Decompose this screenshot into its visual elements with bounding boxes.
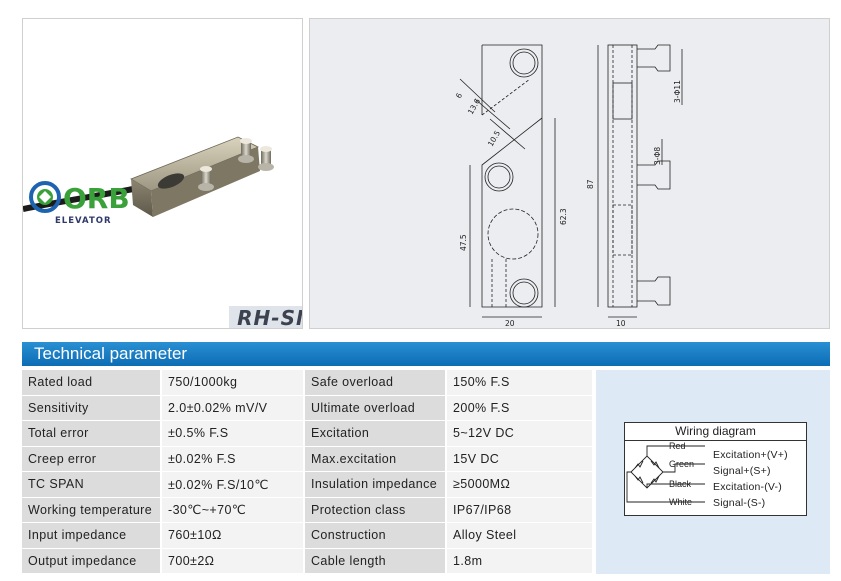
param-label: Cable length xyxy=(305,548,447,574)
param-value: 5~12V DC xyxy=(447,421,594,447)
param-value: -30℃~+70℃ xyxy=(162,497,305,523)
param-label: Total error xyxy=(22,421,162,447)
param-label: Ultimate overload xyxy=(305,395,447,421)
param-value: 750/1000kg xyxy=(162,370,305,396)
wheatstone-bridge-icon xyxy=(626,445,705,503)
param-value: 150% F.S xyxy=(447,370,594,396)
param-value: 2.0±0.02% mV/V xyxy=(162,395,305,421)
table-row: Working temperature -30℃~+70℃ Protection… xyxy=(22,497,594,523)
param-value: Alloy Steel xyxy=(447,523,594,549)
wire-signal-v-minus: Excitation-(V-) xyxy=(713,481,782,493)
param-value: 15V DC xyxy=(447,446,594,472)
wire-color-green: Green xyxy=(669,459,695,469)
dim-3-phi8: 3-Φ8 xyxy=(653,147,662,165)
technical-parameter-header: Technical parameter xyxy=(22,342,830,366)
table-row: Creep error ±0.02% F.S Max.excitation 15… xyxy=(22,446,594,472)
product-photo-panel: ORB ELEVATOR RH-SM xyxy=(22,18,303,329)
param-label: Creep error xyxy=(22,446,162,472)
dim-3-phi11: 3-Φ11 xyxy=(673,80,682,103)
table-row: Total error ±0.5% F.S Excitation 5~12V D… xyxy=(22,421,594,447)
param-value: ≥5000MΩ xyxy=(447,472,594,498)
dim-10: 10 xyxy=(616,319,626,328)
wire-color-red: Red xyxy=(669,441,686,451)
wire-signal-s-plus: Signal+(S+) xyxy=(713,465,771,477)
dim-47-5: 47.5 xyxy=(459,234,468,251)
param-value: ±0.5% F.S xyxy=(162,421,305,447)
table-row: Input impedance 760±10Ω Construction All… xyxy=(22,523,594,549)
table-row: TC SPAN ±0.02% F.S/10℃ Insulation impeda… xyxy=(22,472,594,498)
wire-signal-v-plus: Excitation+(V+) xyxy=(713,449,788,461)
wiring-panel: Wiring diagram Red Green Black White Exc… xyxy=(596,370,830,574)
param-label: Rated load xyxy=(22,370,162,396)
param-value: 200% F.S xyxy=(447,395,594,421)
dim-10-5: 10.5 xyxy=(486,129,502,148)
dimension-drawing: 6 13.6 10.5 47.5 62.3 20 87 10 3-Φ11 3-Φ… xyxy=(454,44,683,328)
param-label: Output impedance xyxy=(22,548,162,574)
param-label: TC SPAN xyxy=(22,472,162,498)
parameter-table: Rated load 750/1000kg Safe overload 150%… xyxy=(22,370,594,574)
param-value: 760±10Ω xyxy=(162,523,305,549)
param-label: Safe overload xyxy=(305,370,447,396)
table-row: Rated load 750/1000kg Safe overload 150%… xyxy=(22,370,594,396)
wire-signal-s-minus: Signal-(S-) xyxy=(713,497,766,509)
dim-13-6: 13.6 xyxy=(466,97,482,116)
param-label: Max.excitation xyxy=(305,446,447,472)
load-cell-photo xyxy=(23,136,274,217)
dim-87: 87 xyxy=(586,179,595,189)
param-value: ±0.02% F.S/10℃ xyxy=(162,472,305,498)
param-label: Protection class xyxy=(305,497,447,523)
dim-20: 20 xyxy=(505,319,515,328)
param-value: 700±2Ω xyxy=(162,548,305,574)
param-label: Excitation xyxy=(305,421,447,447)
technical-drawing-panel: 6 13.6 10.5 47.5 62.3 20 87 10 3-Φ11 3-Φ… xyxy=(309,18,830,329)
param-label: Working temperature xyxy=(22,497,162,523)
wiring-diagram: Wiring diagram Red Green Black White Exc… xyxy=(624,422,807,516)
dim-6: 6 xyxy=(454,91,464,100)
param-label: Sensitivity xyxy=(22,395,162,421)
param-value: IP67/IP68 xyxy=(447,497,594,523)
orb-elevator-logo: ORB ELEVATOR xyxy=(29,181,130,226)
logo-text: ORB xyxy=(63,182,130,215)
param-label: Insulation impedance xyxy=(305,472,447,498)
table-row: Output impedance 700±2Ω Cable length 1.8… xyxy=(22,548,594,574)
param-label: Input impedance xyxy=(22,523,162,549)
param-value: 1.8m xyxy=(447,548,594,574)
section-title: Technical parameter xyxy=(34,344,188,363)
param-value: ±0.02% F.S xyxy=(162,446,305,472)
dim-62-3: 62.3 xyxy=(559,208,568,225)
model-label: RH-SM xyxy=(229,306,302,328)
wire-color-black: Black xyxy=(669,479,692,489)
wiring-title: Wiring diagram xyxy=(625,423,806,441)
table-row: Sensitivity 2.0±0.02% mV/V Ultimate over… xyxy=(22,395,594,421)
wire-color-white: White xyxy=(669,497,693,507)
logo-subtext: ELEVATOR xyxy=(55,216,112,226)
param-label: Construction xyxy=(305,523,447,549)
